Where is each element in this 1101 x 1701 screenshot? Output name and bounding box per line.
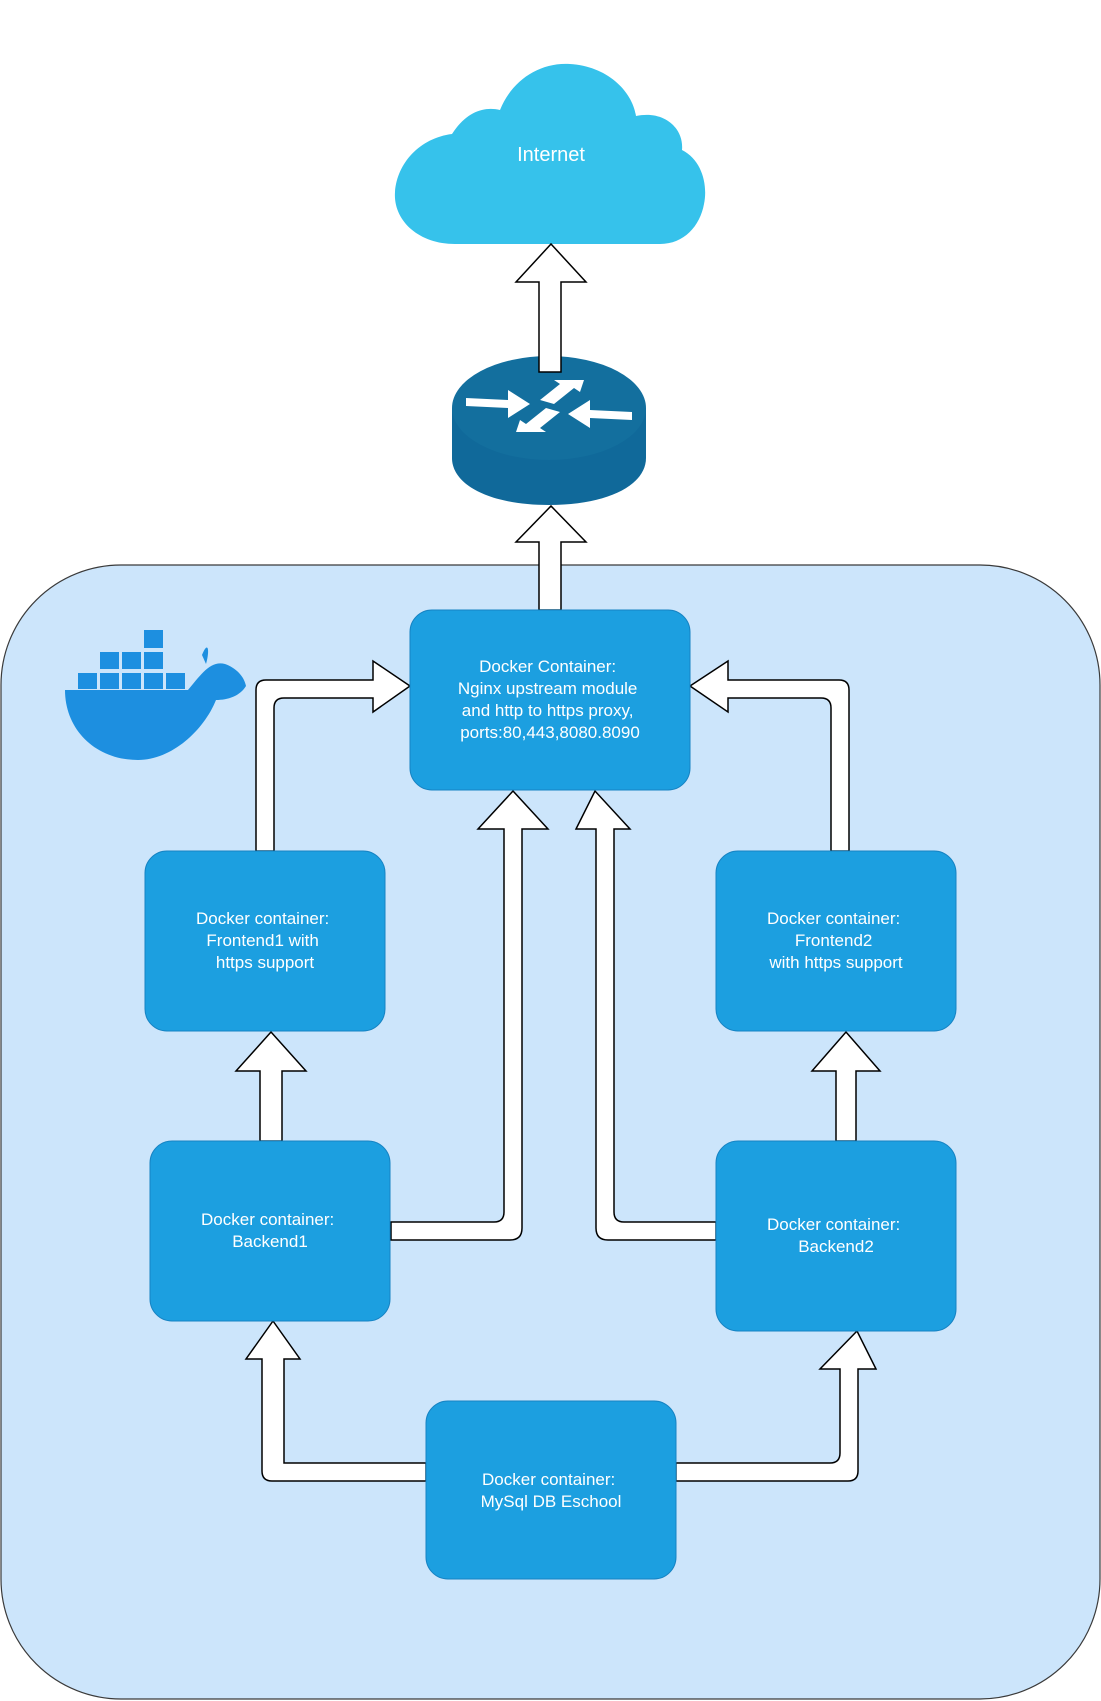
svg-text:Docker container: Fronte: Docker container: Frontend1 with https s… <box>196 909 334 972</box>
nginx-label-line: Docker Container: <box>479 657 616 676</box>
node-frontend1: Docker container: Frontend1 with https s… <box>144 850 386 1032</box>
nginx-label-line: and http to https proxy, <box>462 701 634 720</box>
node-frontend2: Docker container: Frontend2 with https s… <box>715 850 957 1032</box>
frontend1-label-line: Docker container: <box>196 909 329 928</box>
backend1-label-line: Docker container: <box>201 1210 334 1229</box>
svg-text:Docker container: Fronte: Docker container: Frontend2 with https s… <box>767 909 905 972</box>
mysql-label-line: Docker container: <box>482 1470 615 1489</box>
arrow-backend2-to-nginx <box>574 789 717 1241</box>
node-backend1: Docker container: Backend1 <box>149 1140 391 1322</box>
svg-text:Docker container: MySql: Docker container: MySql DB Eschool <box>481 1470 622 1511</box>
connection-arrows <box>234 242 882 1482</box>
internet-label: Internet <box>517 144 585 166</box>
arrow-router-to-internet <box>514 242 588 373</box>
frontend2-label-line: Frontend2 <box>795 931 873 950</box>
frontend2-label-line: with https support <box>768 953 903 972</box>
internet-cloud: Internet <box>394 63 706 244</box>
docker-whale-icon <box>65 630 246 760</box>
svg-text:Docker Container: Nginx: Docker Container: Nginx upstream module … <box>458 657 642 742</box>
arrow-nginx-to-router <box>514 504 588 611</box>
nginx-label-line: ports:80,443,8080.8090 <box>460 723 640 742</box>
arrow-mysql-to-backend1 <box>244 1319 427 1482</box>
frontend2-label-line: Docker container: <box>767 909 900 928</box>
arrow-backend1-to-frontend1 <box>234 1030 308 1142</box>
svg-text:Docker container: Backen: Docker container: Backend1 <box>201 1210 339 1251</box>
router-icon <box>452 356 646 505</box>
frontend1-label-line: Frontend1 with <box>206 931 318 950</box>
node-backend2: Docker container: Backend2 <box>715 1140 957 1332</box>
mysql-label-line: MySql DB Eschool <box>481 1492 622 1511</box>
svg-text:Docker container: Backen: Docker container: Backend2 <box>767 1215 905 1256</box>
backend1-label-line: Backend1 <box>232 1232 308 1251</box>
arrow-frontend1-to-nginx <box>255 659 412 852</box>
nginx-label-line: Nginx upstream module <box>458 679 638 698</box>
arrow-backend1-to-nginx <box>390 789 550 1241</box>
backend2-label-line: Backend2 <box>798 1237 874 1256</box>
arrow-backend2-to-frontend2 <box>810 1030 882 1142</box>
node-nginx: Docker Container: Nginx upstream module … <box>409 609 691 791</box>
frontend1-label-line: https support <box>216 953 315 972</box>
node-mysql: Docker container: MySql DB Eschool <box>425 1400 677 1580</box>
arrow-mysql-to-backend2 <box>675 1329 878 1482</box>
backend2-label-line: Docker container: <box>767 1215 900 1234</box>
arrow-frontend2-to-nginx <box>688 659 850 852</box>
